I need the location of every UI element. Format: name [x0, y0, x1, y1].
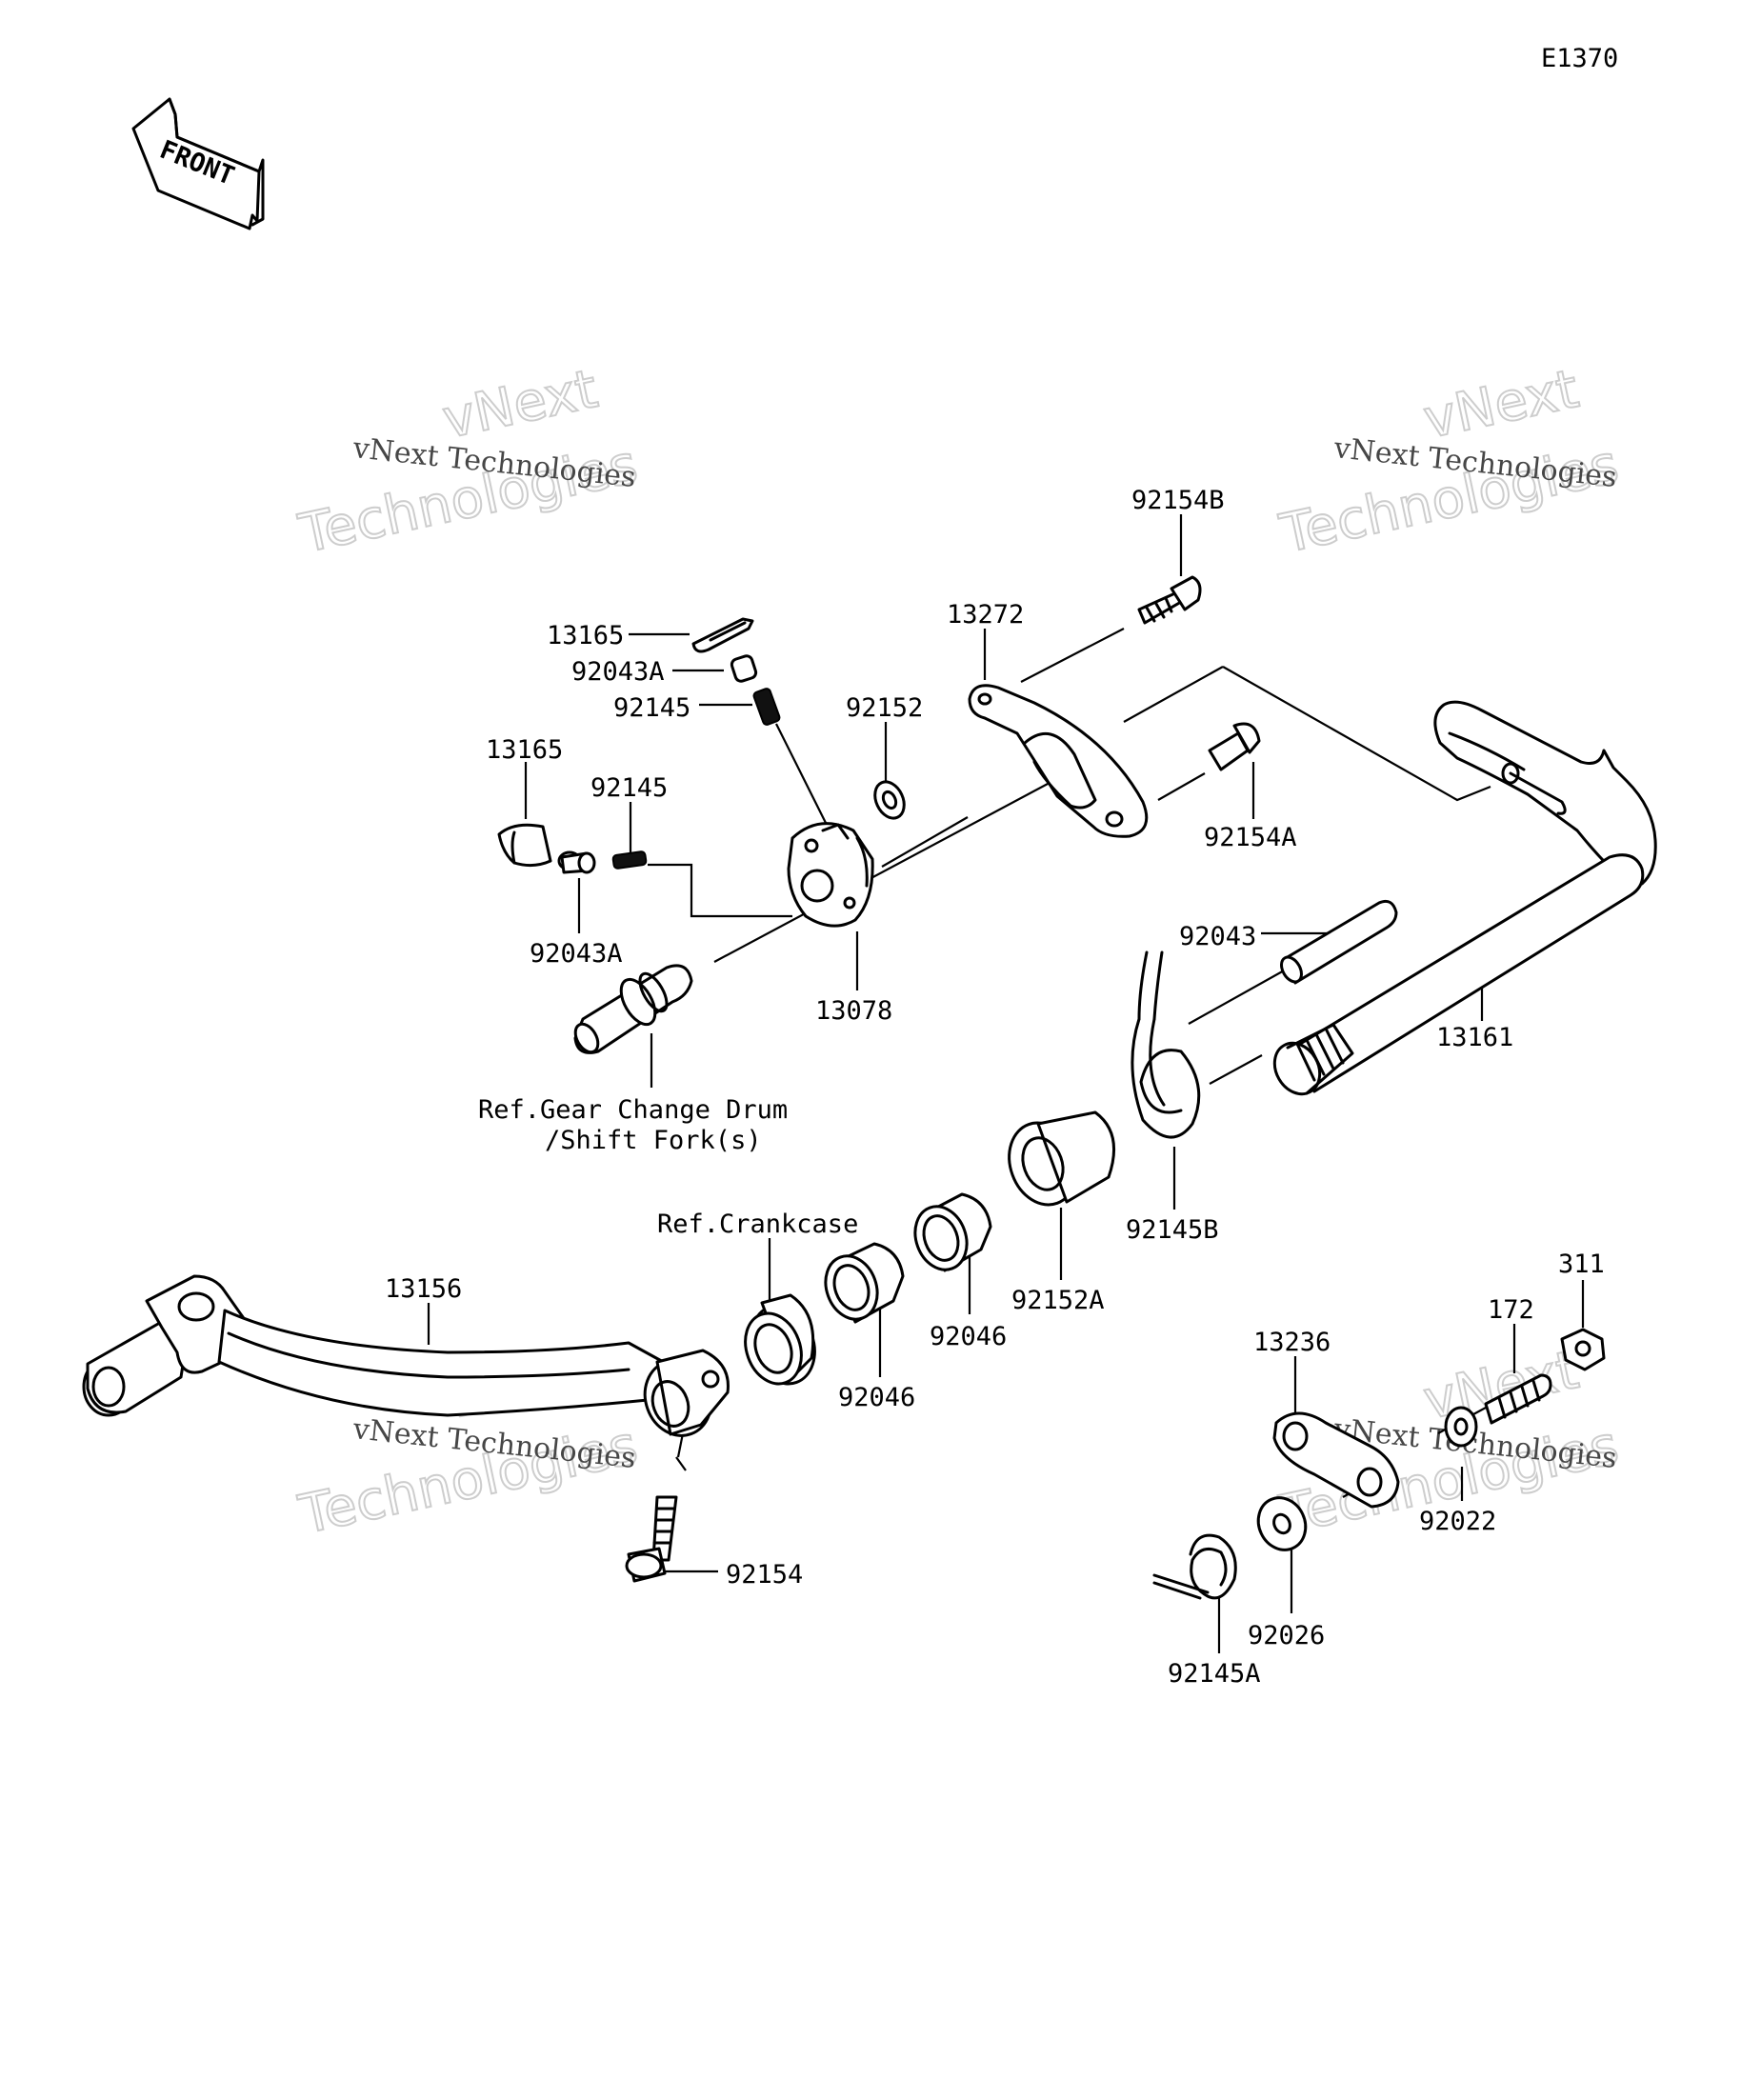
- label-92145-top[interactable]: 92145: [613, 693, 690, 723]
- watermark-top-right: vNext Technologies vNext Technologies: [1273, 357, 1624, 567]
- front-direction-arrow-icon: FRONT: [131, 97, 265, 230]
- label-13272[interactable]: 13272: [947, 600, 1024, 630]
- label-92154B[interactable]: 92154B: [1131, 486, 1225, 515]
- part-13078-shift-cam[interactable]: [787, 822, 874, 928]
- label-13156[interactable]: 13156: [385, 1274, 462, 1304]
- watermark-big-1: vNext: [437, 358, 603, 451]
- part-13165-clip-top[interactable]: [691, 617, 754, 653]
- part-92022-washer[interactable]: [1444, 1406, 1478, 1448]
- label-13161[interactable]: 13161: [1436, 1023, 1513, 1052]
- part-92154A-screw[interactable]: [1208, 722, 1261, 771]
- label-13078[interactable]: 13078: [815, 996, 892, 1026]
- part-92154-bolt[interactable]: [625, 1495, 678, 1583]
- part-172-bolt[interactable]: [1484, 1373, 1552, 1425]
- part-labels: 13165 92043A 92145 92152 13272 92154B 92…: [385, 486, 1605, 1689]
- watermark-big-1: vNext: [1418, 358, 1584, 451]
- label-92154A[interactable]: 92154A: [1204, 823, 1297, 852]
- diagram-code: E1370: [1541, 44, 1618, 73]
- part-92145-spring-top[interactable]: [752, 688, 781, 726]
- label-92043[interactable]: 92043: [1179, 922, 1256, 951]
- label-92046-left[interactable]: 92046: [838, 1383, 915, 1412]
- part-92154B-bolt[interactable]: [1137, 575, 1202, 625]
- part-92152-washer[interactable]: [870, 777, 910, 823]
- label-92043A-top[interactable]: 92043A: [571, 657, 665, 687]
- part-92043-pin[interactable]: [1277, 899, 1398, 985]
- part-13161-shift-shaft[interactable]: [1266, 700, 1657, 1102]
- ref-crankcase-seal: [744, 1293, 816, 1386]
- part-92152A-bushing[interactable]: [998, 1110, 1116, 1214]
- label-92046-right[interactable]: 92046: [930, 1322, 1007, 1351]
- leader-lines: [427, 514, 1585, 1653]
- part-311-nut[interactable]: [1560, 1328, 1606, 1371]
- label-92145-left[interactable]: 92145: [590, 773, 668, 803]
- label-ref-gear-change-drum: Ref.Gear Change Drum: [478, 1095, 788, 1125]
- label-92152A[interactable]: 92152A: [1011, 1286, 1105, 1315]
- ref-gear-change-drum-pin: [573, 964, 693, 1054]
- part-92046-bearing-right[interactable]: [907, 1192, 992, 1277]
- label-92145A[interactable]: 92145A: [1168, 1659, 1261, 1689]
- label-311[interactable]: 311: [1558, 1250, 1605, 1279]
- part-13165-block-left[interactable]: [497, 823, 552, 868]
- part-92043A-pin-top[interactable]: [730, 654, 758, 683]
- label-92145B[interactable]: 92145B: [1126, 1215, 1219, 1245]
- label-13165-top[interactable]: 13165: [547, 621, 624, 650]
- part-92145-spring-left[interactable]: [611, 850, 648, 870]
- part-13236-link[interactable]: [1272, 1411, 1400, 1509]
- label-92043A-left[interactable]: 92043A: [530, 939, 623, 969]
- part-92145A-spring[interactable]: [1152, 1533, 1237, 1600]
- part-92145B-spring[interactable]: [1131, 950, 1201, 1139]
- label-13165-left[interactable]: 13165: [486, 735, 563, 765]
- label-92154[interactable]: 92154: [726, 1560, 803, 1590]
- part-13156-shift-lever[interactable]: [82, 1274, 730, 1445]
- part-92043A-pin-left[interactable]: [557, 850, 596, 874]
- label-92026[interactable]: 92026: [1248, 1621, 1325, 1650]
- label-ref-shift-forks: /Shift Fork(s): [545, 1126, 762, 1155]
- label-ref-crankcase: Ref.Crankcase: [657, 1210, 858, 1239]
- part-92046-bearing-left[interactable]: [817, 1242, 905, 1327]
- part-92026-washer[interactable]: [1250, 1490, 1313, 1557]
- label-92022[interactable]: 92022: [1419, 1507, 1496, 1536]
- label-172[interactable]: 172: [1488, 1295, 1534, 1325]
- part-13272-plate[interactable]: [968, 684, 1149, 838]
- label-92152[interactable]: 92152: [846, 693, 923, 723]
- label-13236[interactable]: 13236: [1253, 1328, 1331, 1357]
- watermark-top-left: vNext Technologies vNext Technologies: [292, 357, 643, 567]
